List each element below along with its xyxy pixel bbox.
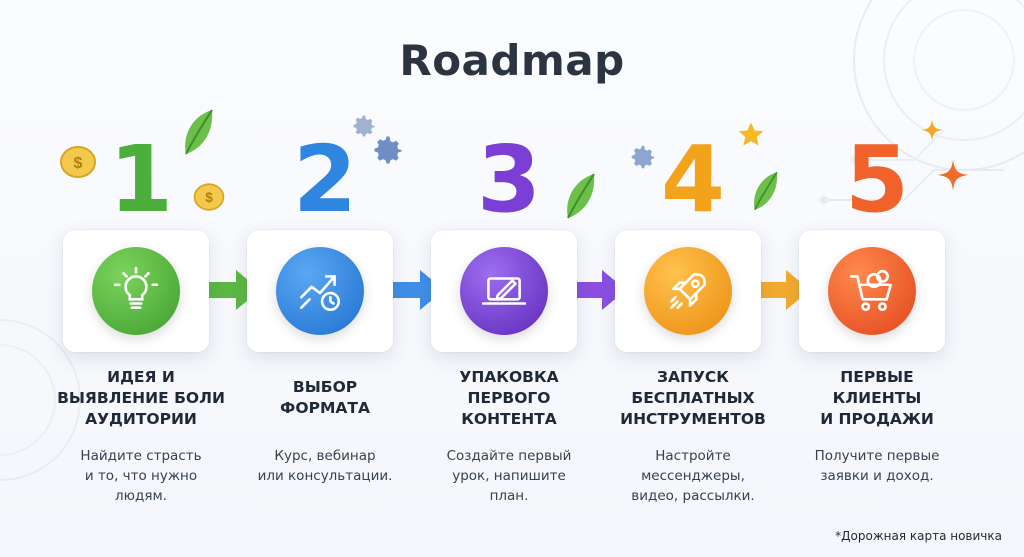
arrow-right-icon [562,270,626,310]
gear-icon [353,115,375,137]
arrow-right-icon [380,270,444,310]
step-title: Упаковка первого контента [459,368,559,428]
leaf-icon [754,171,778,211]
rocket-icon [670,273,706,309]
step-description: Найдите страсть и то, что нужно людям. [80,448,202,504]
lightbulb-icon [113,266,159,309]
coin-icon: $ [60,146,96,178]
step-icon-circle [828,247,916,335]
step-title: Запуск бесплатных инструментов [620,368,766,428]
step-card [431,230,577,352]
step-icon-circle [644,247,732,335]
chart-clock-icon [299,275,341,312]
laptop-pen-icon [481,277,527,305]
page-title: Roadmap [399,36,625,85]
coin-icon: $ [193,183,225,211]
sparkle-icon [921,119,943,141]
cart-coins-icon [849,269,893,312]
step-icon-circle [276,247,364,335]
footnote: *Дорожная карта новичка [835,529,1002,543]
step-number: 2 [292,126,357,233]
gear-icon [374,136,402,164]
roadmap-step-3: 3 Упаковка первого контента Создайте пер… [419,130,599,520]
arrow-right-icon [746,270,810,310]
step-number: 5 [844,126,909,233]
step-description: Получите первые заявки и доход. [814,448,940,484]
step-description: Создайте первый урок, напишите план. [446,448,572,504]
svg-text:$: $ [205,190,213,205]
step-description: Курс, вебинар или консультации. [257,448,393,484]
roadmap-step-4: 4 Запуск бесплатных инструментов Настрой… [603,130,783,520]
step-card [247,230,393,352]
leaf-icon [567,173,595,219]
step-card [799,230,945,352]
leaf-icon [185,109,213,155]
step-icon-circle [460,247,548,335]
step-number: 1 [108,126,173,233]
step-description: Настройте мессенджеры, видео, рассылки. [631,448,755,504]
step-number: 4 [660,126,725,233]
star-icon [738,122,764,146]
gear-icon [631,145,655,169]
sparkle-icon [937,159,969,191]
step-title: Выбор формата [280,378,370,417]
step-icon-circle [92,247,180,335]
step-title: Идея и выявление боли аудитории [57,368,225,428]
circuit-decoration [820,0,1024,204]
step-title: Первые клиенты и продажи [820,368,934,428]
step-card [615,230,761,352]
step-card [63,230,209,352]
roadmap-step-2: 2 Выбор формата Курс, вебинар или консул… [235,130,415,520]
arrow-right-icon [196,270,260,310]
circuit-decoration-left [0,319,81,481]
svg-text:$: $ [74,155,83,172]
roadmap-step-1: 1 Идея и выявление боли аудитории Найдит… [51,130,231,520]
step-number: 3 [476,126,541,233]
roadmap-step-5: 5 Первые клиенты и продажи Получите перв… [787,130,967,520]
